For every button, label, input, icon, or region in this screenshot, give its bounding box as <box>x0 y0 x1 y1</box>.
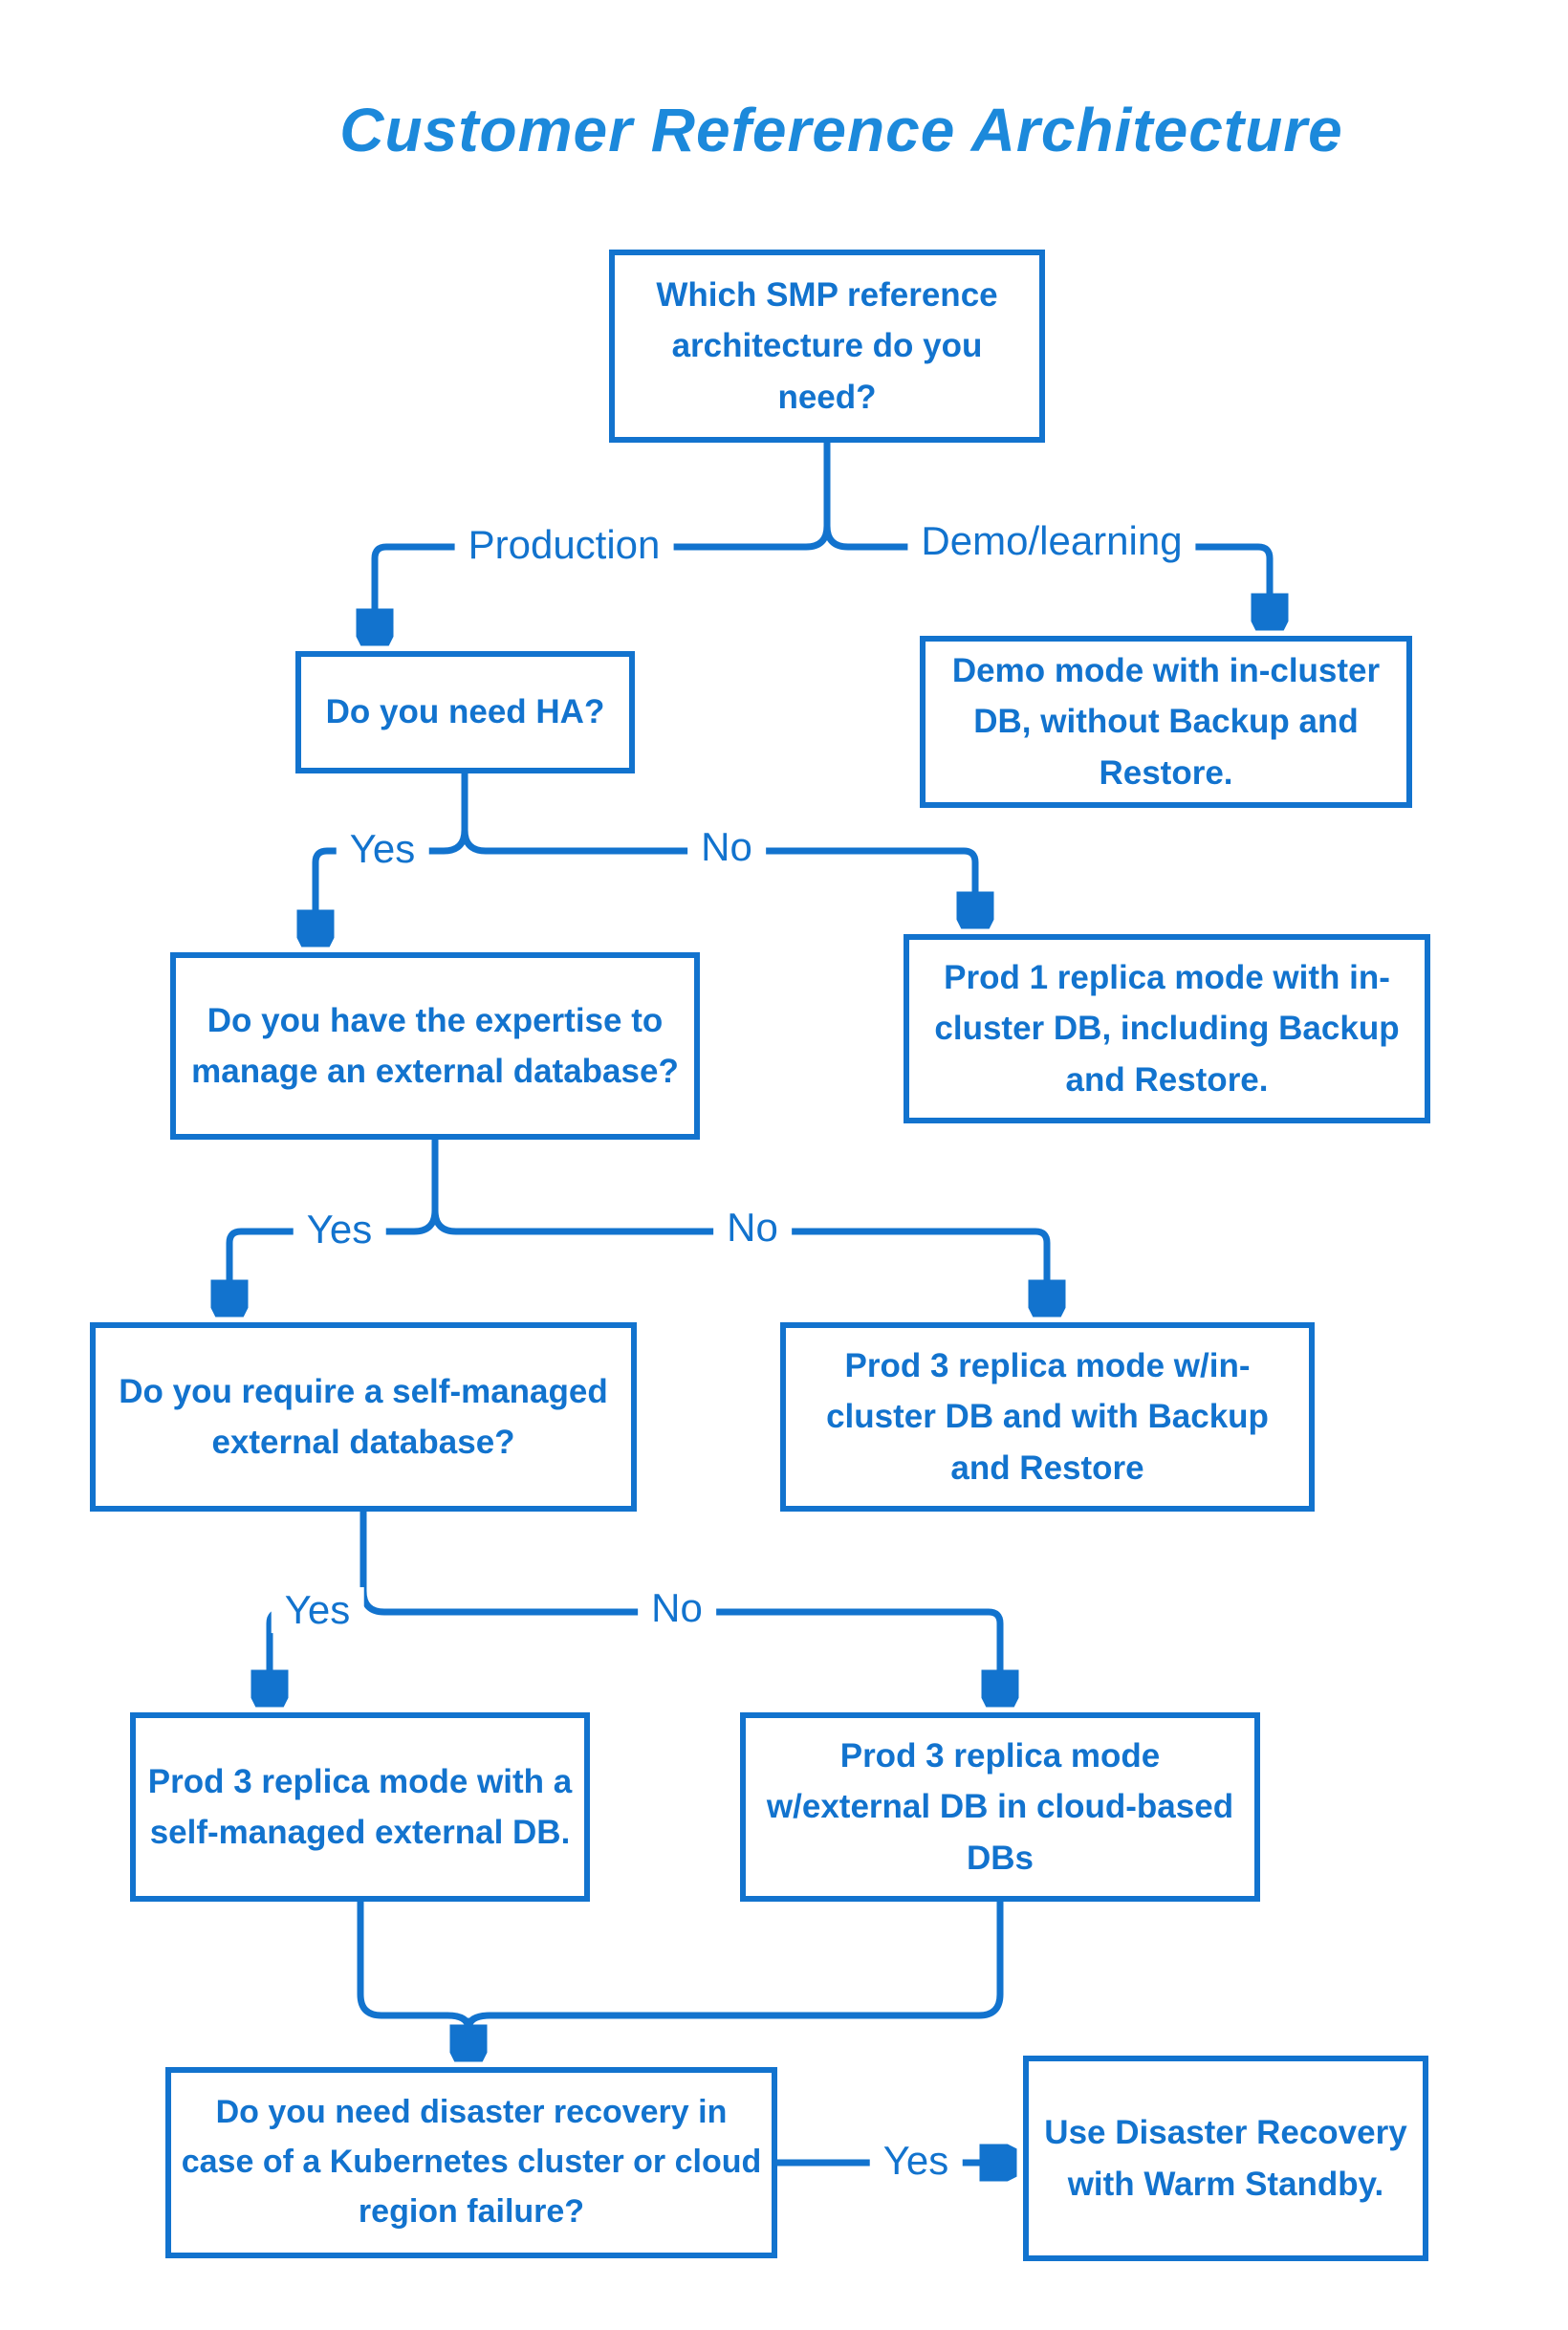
edge-label-ha-no: No <box>687 824 766 871</box>
node-text: Which SMP reference architecture do you … <box>656 276 998 416</box>
edge-label-require-no: No <box>638 1585 716 1632</box>
node-text: Use Disaster Recovery with Warm Standby. <box>1044 2114 1407 2203</box>
node-prod3-incluster: Prod 3 replica mode w/in-cluster DB and … <box>780 1322 1315 1512</box>
node-text: Do you need HA? <box>325 693 605 731</box>
node-text: Do you need disaster recovery in case of… <box>181 2094 762 2230</box>
node-disaster-recovery-question: Do you need disaster recovery in case of… <box>165 2067 777 2258</box>
edge-label-demo-learning: Demo/learning <box>907 518 1196 565</box>
node-text: Do you have the expertise to manage an e… <box>191 1001 679 1090</box>
node-which-smp-reference: Which SMP reference architecture do you … <box>609 250 1045 443</box>
node-text: Prod 3 replica mode with a self-managed … <box>147 1762 573 1851</box>
edge-label-expertise-yes: Yes <box>293 1207 386 1253</box>
node-text: Do you require a self-managed external d… <box>119 1372 608 1461</box>
node-text: Demo mode with in-cluster DB, without Ba… <box>951 652 1381 792</box>
node-self-managed-question: Do you require a self-managed external d… <box>90 1322 637 1512</box>
node-warm-standby: Use Disaster Recovery with Warm Standby. <box>1023 2056 1428 2261</box>
diagram-title: Customer Reference Architecture <box>339 96 1343 164</box>
node-need-ha: Do you need HA? <box>295 651 635 773</box>
edge-merge-left-line <box>357 1898 472 2033</box>
edge-label-ha-yes: Yes <box>336 826 429 873</box>
node-text: Prod 3 replica mode w/in-cluster DB and … <box>826 1347 1269 1487</box>
node-expertise-question: Do you have the expertise to manage an e… <box>170 952 700 1140</box>
node-text: Prod 1 replica mode with in-cluster DB, … <box>934 959 1400 1099</box>
node-prod3-cloud: Prod 3 replica mode w/external DB in clo… <box>740 1712 1260 1902</box>
edge-label-dr-yes: Yes <box>869 2138 963 2185</box>
edge-label-expertise-no: No <box>713 1205 792 1252</box>
edge-merge-right-line <box>465 1898 1004 2033</box>
node-text: Prod 3 replica mode w/external DB in clo… <box>766 1737 1234 1877</box>
edge-label-require-yes: Yes <box>271 1587 364 1634</box>
node-prod3-self-managed: Prod 3 replica mode with a self-managed … <box>130 1712 590 1902</box>
node-demo-mode: Demo mode with in-cluster DB, without Ba… <box>920 636 1412 808</box>
node-prod1-replica: Prod 1 replica mode with in-cluster DB, … <box>904 934 1430 1123</box>
edge-label-production: Production <box>454 522 674 569</box>
